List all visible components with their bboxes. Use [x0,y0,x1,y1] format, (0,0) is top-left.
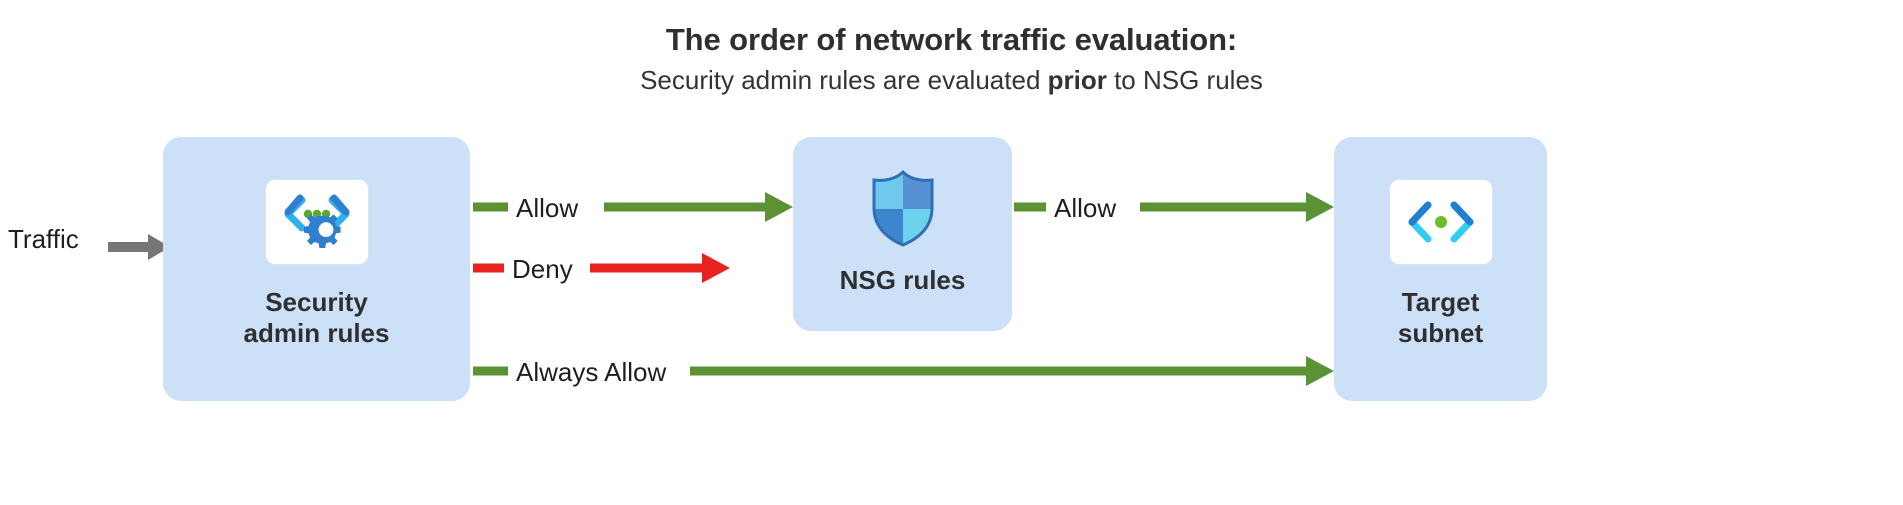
edge-label-always-allow: Always Allow [510,357,673,388]
edge-label-allow-to-nsg: Allow [510,193,585,224]
edge-always-allow [473,356,1334,386]
node-label-target-subnet: Target subnet [1397,287,1484,348]
code-gear-icon [264,179,369,265]
node-target-subnet[interactable]: Target subnet [1334,137,1547,401]
code-dot-icon [1388,179,1493,265]
node-label-security-admin-rules: Security admin rules [243,287,390,348]
subtitle-after: to NSG rules [1106,65,1263,95]
diagram-subtitle: Security admin rules are evaluated prior… [0,65,1903,96]
diagram-title: The order of network traffic evaluation: [665,22,1238,57]
edge-label-allow-to-target: Allow [1048,193,1123,224]
traffic-entry-label: Traffic [8,224,79,254]
node-label-nsg-rules: NSG rules [839,265,966,295]
traffic-arrow-icon [108,234,170,260]
subtitle-before: Security admin rules are evaluated [640,65,1048,95]
edge-label-deny: Deny [506,254,579,285]
node-nsg-rules[interactable]: NSG rules [793,137,1012,331]
edge-allow-to-target [1014,192,1334,222]
edge-deny [473,253,730,283]
edge-allow-to-nsg [473,192,793,222]
node-security-admin-rules[interactable]: Security admin rules [163,137,470,401]
subtitle-emphasis: prior [1047,65,1107,95]
shield-icon [860,165,946,251]
